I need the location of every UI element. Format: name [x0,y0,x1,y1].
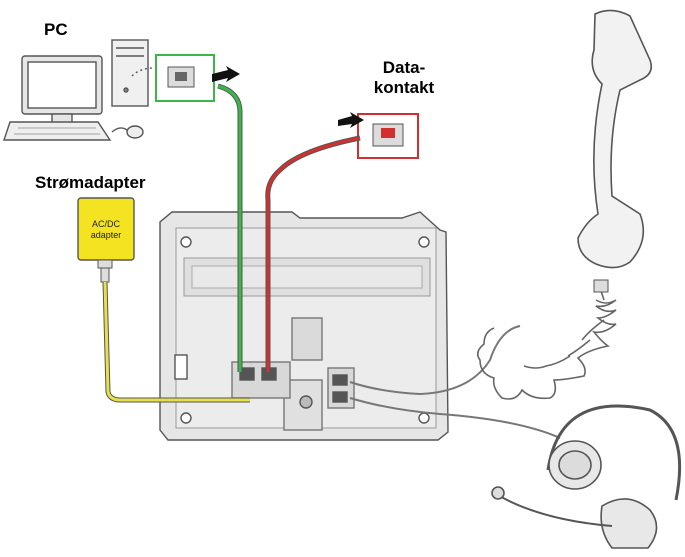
pc-jack-icon [155,54,215,102]
pc-cable [217,83,243,372]
data-jack-label-line2: kontakt [373,78,435,97]
data-jack-icon [357,113,419,159]
adapter-text: AC/DC adapter [80,219,132,241]
handset-icon [577,9,653,269]
power-adapter-label: Strømadapter [35,173,146,192]
adapter-text-line1: AC/DC [91,219,120,229]
data-cable [265,135,361,372]
handset-plug-icon [593,279,609,293]
coiled-cord-icon [476,287,617,400]
insert-arrow-icon [212,66,364,128]
handset-cord [349,325,561,439]
headset-icon [491,404,682,549]
phone-base-icon [159,211,449,441]
power-adapter-icon [77,197,135,283]
data-jack-label: Data- kontakt [364,58,444,98]
power-cable [102,281,250,403]
computer-icon [3,39,155,141]
pc-label: PC [44,20,68,39]
data-jack-label-line1: Data- [382,58,426,77]
adapter-text-line2: adapter [90,230,122,240]
